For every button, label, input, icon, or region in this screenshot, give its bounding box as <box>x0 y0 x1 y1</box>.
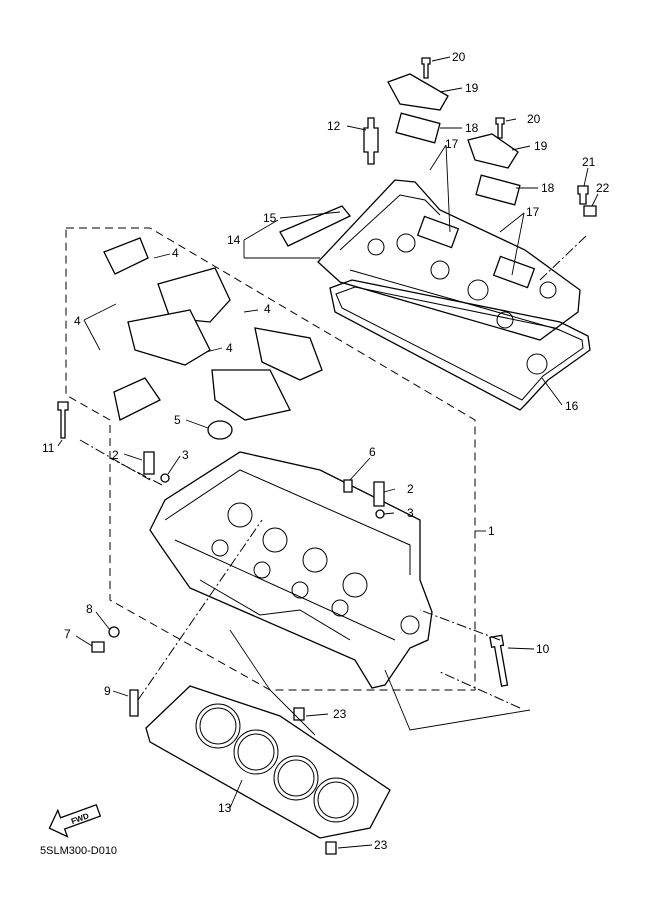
callout-12: 12 <box>327 119 341 133</box>
head-cover-gasket[interactable] <box>329 279 591 411</box>
seal-3-b[interactable] <box>375 509 385 519</box>
stud-bolt-10[interactable] <box>489 634 511 687</box>
bolt-7[interactable] <box>91 641 105 653</box>
bolt-20-a[interactable] <box>421 57 431 79</box>
forward-arrow: FWD <box>48 803 102 838</box>
washer-22[interactable] <box>583 205 597 217</box>
callout-19b: 19 <box>534 139 548 153</box>
callout-14: 14 <box>227 233 241 247</box>
stud-bolt-11[interactable] <box>57 401 69 439</box>
callout-21: 21 <box>582 155 596 169</box>
callout-19a: 19 <box>465 81 479 95</box>
seal-3-a[interactable] <box>160 473 170 483</box>
air-cut-cover-right[interactable] <box>467 133 519 169</box>
air-cut-cover-left[interactable] <box>387 73 449 111</box>
callout-4d: 4 <box>226 341 233 355</box>
callout-17a: 17 <box>445 137 459 151</box>
callout-5: 5 <box>174 413 181 427</box>
leader-lines <box>57 56 599 849</box>
gasket-grommet <box>526 353 548 375</box>
callout-13: 13 <box>218 801 232 815</box>
valve-guide-2-b[interactable] <box>373 481 385 507</box>
callout-4a: 4 <box>172 246 179 260</box>
plug-5[interactable] <box>207 420 233 440</box>
callout-3b: 3 <box>407 506 414 520</box>
callout-1: 1 <box>488 524 495 538</box>
cylinder-head[interactable] <box>149 451 433 689</box>
callout-2b: 2 <box>407 482 414 496</box>
cylinder-head-cover[interactable] <box>317 179 581 341</box>
callout-18b: 18 <box>541 181 555 195</box>
callout-11: 11 <box>42 441 55 455</box>
bolt-21[interactable] <box>577 185 589 205</box>
cylinder-head-gasket[interactable] <box>145 685 391 839</box>
callout-2a: 2 <box>112 448 119 462</box>
dowel-pin-9[interactable] <box>129 689 139 717</box>
callout-9: 9 <box>104 684 111 698</box>
callout-4b: 4 <box>74 314 81 328</box>
callout-23b: 23 <box>374 838 388 852</box>
callout-4c: 4 <box>264 302 271 316</box>
bolt-20-b[interactable] <box>495 117 505 139</box>
camshaft-cap-group[interactable] <box>103 237 323 421</box>
dowel-pin-23-a[interactable] <box>293 707 305 721</box>
valve-guide-2-a[interactable] <box>143 451 155 475</box>
callout-10: 10 <box>536 642 550 656</box>
reed-valve-right[interactable] <box>475 174 521 206</box>
callout-7: 7 <box>64 627 71 641</box>
callout-20b: 20 <box>527 112 541 126</box>
callout-labels: 1 2 2 3 3 4 4 4 4 5 6 7 8 9 10 11 12 13 … <box>42 50 610 852</box>
diagram-code: 5SLM300-D010 <box>40 845 117 857</box>
dowel-pin-23-b[interactable] <box>325 841 337 855</box>
cover-plate[interactable] <box>279 205 352 247</box>
callout-18a: 18 <box>465 121 479 135</box>
plug-6[interactable] <box>343 479 353 493</box>
callout-17b: 17 <box>526 205 540 219</box>
washer-8[interactable] <box>108 626 120 638</box>
callout-3a: 3 <box>182 448 189 462</box>
callout-15: 15 <box>263 211 277 225</box>
callout-8: 8 <box>86 602 93 616</box>
callout-16: 16 <box>565 399 579 413</box>
spark-plug[interactable] <box>363 117 379 165</box>
callout-22: 22 <box>596 181 610 195</box>
callout-20a: 20 <box>452 50 466 64</box>
callout-6: 6 <box>369 445 376 459</box>
callout-23a: 23 <box>333 707 347 721</box>
reed-valve-left[interactable] <box>395 112 441 144</box>
